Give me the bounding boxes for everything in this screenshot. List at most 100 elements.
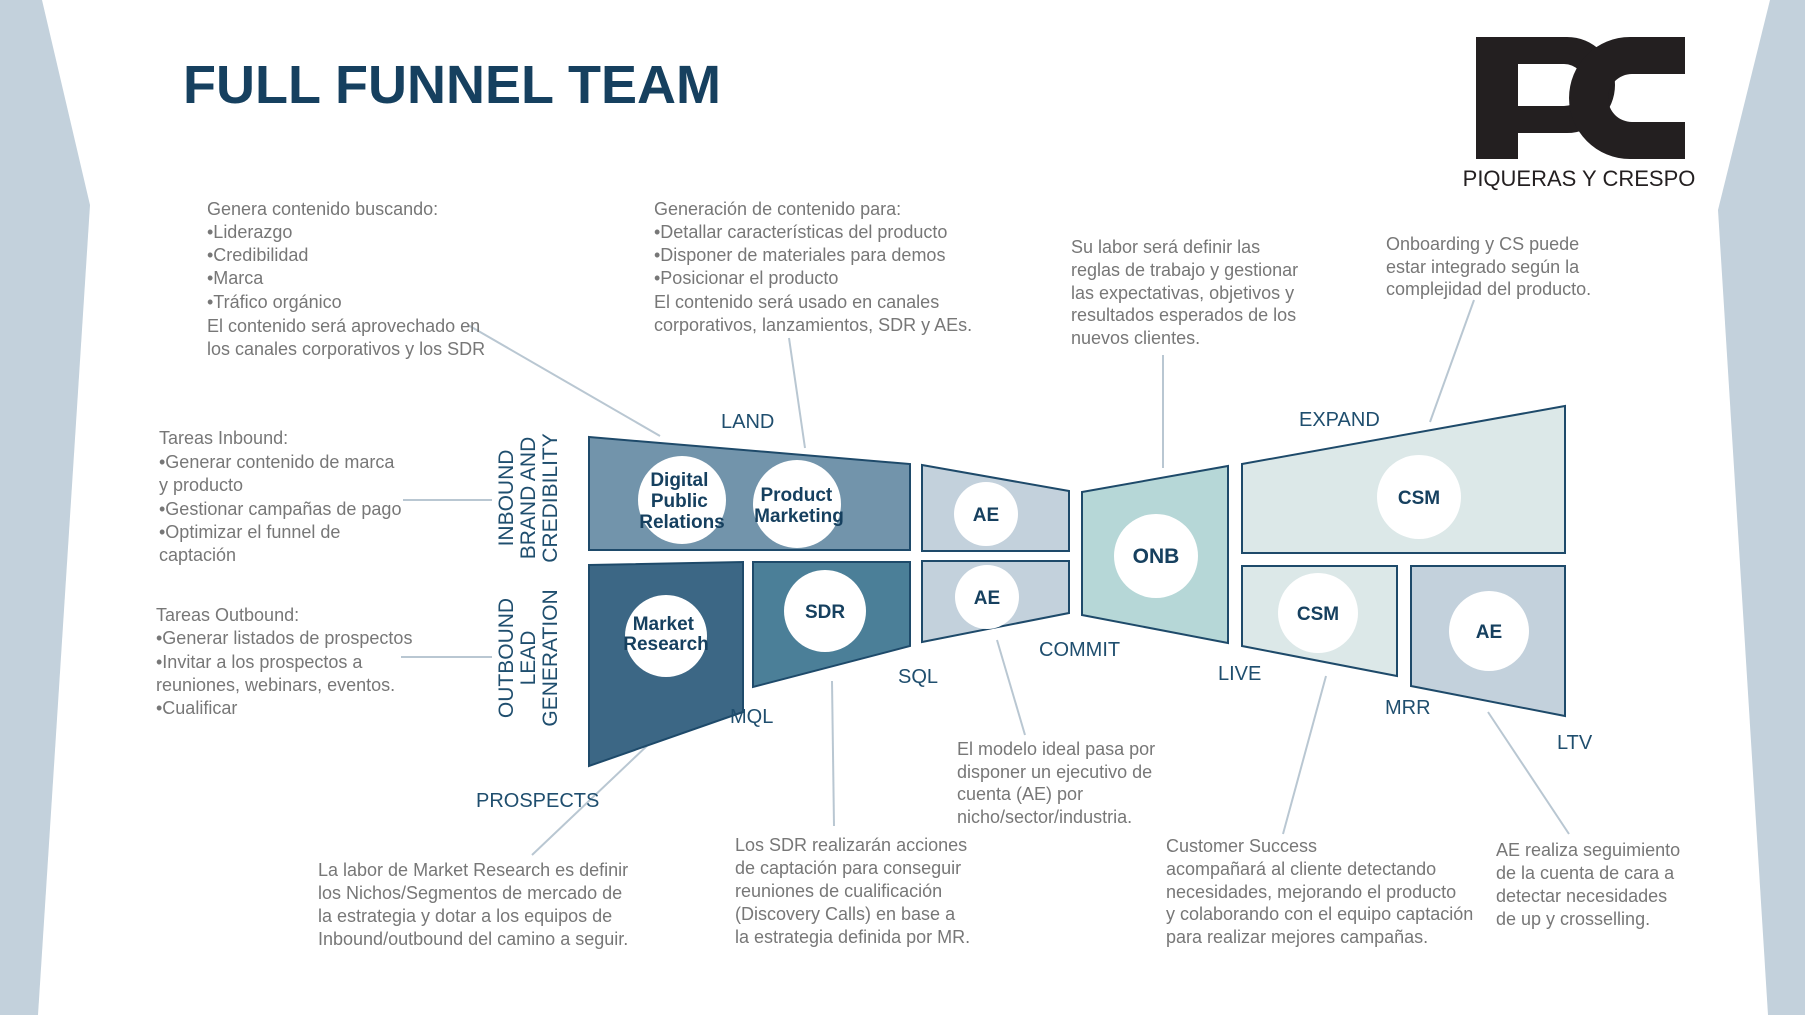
onb-circle	[1114, 514, 1198, 598]
product-marketing-label: Product Marketing	[754, 485, 844, 527]
desc-expand: Onboarding y CS puede estar integrado se…	[1386, 234, 1591, 299]
svg-text:La labor de Market Research es: La labor de Market Research es definir	[318, 860, 628, 880]
svg-text:Generación de contenido para:: Generación de contenido para:	[654, 199, 901, 219]
stage-mql: MQL	[730, 706, 773, 728]
svg-text:los Nichos/Segmentos de mercad: los Nichos/Segmentos de mercado de	[318, 883, 622, 903]
svg-text:detectar necesidades: detectar necesidades	[1496, 886, 1667, 906]
digital-pr-label: Digital Public Relations	[639, 470, 725, 533]
svg-text:El contenido será aprovechado: El contenido será aprovechado en	[207, 316, 480, 336]
svg-text:de captación para conseguir: de captación para conseguir	[735, 858, 961, 878]
stage-prospects: PROSPECTS	[476, 790, 599, 812]
csm-live-circle	[1278, 573, 1358, 653]
svg-text:y producto: y producto	[159, 475, 243, 495]
connectors	[401, 299, 1570, 856]
onb-label: ONB	[1133, 545, 1180, 568]
pc-logo: PIQUERAS Y CRESPO	[1463, 37, 1696, 191]
svg-text:reuniones de cualificación: reuniones de cualificación	[735, 881, 942, 901]
svg-text:•Marca: •Marca	[207, 268, 264, 288]
node-circles	[625, 455, 1529, 677]
csm-expand-circle	[1377, 455, 1461, 539]
svg-text:•Tráfico orgánico: •Tráfico orgánico	[207, 292, 342, 312]
svg-text:cuenta (AE) por: cuenta (AE) por	[957, 784, 1083, 804]
svg-text:para realizar mejores campañas: para realizar mejores campañas.	[1166, 927, 1428, 947]
svg-text:•Posicionar el producto: •Posicionar el producto	[654, 268, 838, 288]
stage-labels: LAND PROSPECTS MQL SQL COMMIT LIVE EXPAN…	[476, 409, 1593, 812]
desc-customer-success: Customer Success acompañará al cliente d…	[1166, 836, 1473, 947]
stage-land: LAND	[721, 411, 774, 433]
svg-text:la estrategia definida por MR.: la estrategia definida por MR.	[735, 927, 970, 947]
market-research-circle	[625, 595, 707, 677]
svg-text:•Gestionar campañas de pago: •Gestionar campañas de pago	[159, 499, 401, 519]
svg-text:El modelo ideal pasa por: El modelo ideal pasa por	[957, 739, 1155, 759]
svg-text:de la cuenta de cara a: de la cuenta de cara a	[1496, 863, 1675, 883]
svg-text:LEAD: LEAD	[517, 631, 540, 686]
svg-text:nicho/sector/industria.: nicho/sector/industria.	[957, 807, 1132, 827]
svg-text:necesidades, mejorando el prod: necesidades, mejorando el producto	[1166, 882, 1456, 902]
svg-text:•Invitar a los prospectos a: •Invitar a los prospectos a	[156, 652, 363, 672]
svg-text:•Generar listados de prospecto: •Generar listados de prospectos	[156, 628, 412, 648]
stage-commit: COMMIT	[1039, 639, 1120, 661]
stage-expand: EXPAND	[1299, 409, 1380, 431]
svg-text:captación: captación	[159, 545, 236, 565]
desc-product-content: Generación de contenido para: •Detallar …	[654, 199, 972, 335]
desc-market-research: La labor de Market Research es definir l…	[318, 860, 628, 949]
svg-text:Tareas Outbound:: Tareas Outbound:	[156, 605, 299, 625]
ae-mrr-circle	[1449, 591, 1529, 671]
svg-text:la estrategia y dotar a los eq: la estrategia y dotar a los equipos de	[318, 906, 612, 926]
svg-text:resultados esperados de los: resultados esperados de los	[1071, 305, 1296, 325]
ae-top-label: AE	[973, 505, 999, 526]
ae-top-circle	[954, 482, 1018, 546]
market-research-label: Market Research	[623, 614, 709, 655]
desc-outbound: Tareas Outbound: •Generar listados de pr…	[156, 605, 412, 718]
lane-outbound: OUTBOUND LEAD GENERATION	[495, 589, 562, 726]
desc-inbound: Tareas Inbound: •Generar contenido de ma…	[159, 428, 401, 565]
svg-text:los canales corporativos y los: los canales corporativos y los SDR	[207, 339, 485, 359]
svg-text:GENERATION: GENERATION	[539, 589, 562, 726]
ae-bottom-circle	[955, 565, 1019, 629]
page-title: FULL FUNNEL TEAM	[183, 55, 721, 115]
svg-text:CREDIBILITY: CREDIBILITY	[539, 433, 562, 563]
stage-live: LIVE	[1218, 663, 1261, 685]
svg-text:AE realiza seguimiento: AE realiza seguimiento	[1496, 840, 1680, 860]
desc-ae-model: El modelo ideal pasa por disponer un eje…	[957, 739, 1155, 827]
svg-text:OUTBOUND: OUTBOUND	[495, 598, 518, 718]
svg-text:Los SDR realizarán acciones: Los SDR realizarán acciones	[735, 835, 967, 855]
svg-text:reglas de trabajo y gestionar: reglas de trabajo y gestionar	[1071, 260, 1298, 280]
left-side-panel	[0, 0, 90, 1015]
desc-sdr: Los SDR realizarán acciones de captación…	[735, 835, 970, 947]
digital-pr-circle	[638, 456, 726, 544]
svg-text:y colaborando con el equipo ca: y colaborando con el equipo captación	[1166, 904, 1473, 924]
logo-c-shape	[1569, 37, 1685, 159]
right-side-panel	[1718, 0, 1805, 1015]
svg-text:nuevos clientes.: nuevos clientes.	[1071, 328, 1200, 348]
svg-text:El contenido será usado en can: El contenido será usado en canales	[654, 292, 939, 312]
desc-ae-followup: AE realiza seguimiento de la cuenta de c…	[1496, 840, 1680, 929]
svg-text:complejidad del producto.: complejidad del producto.	[1386, 279, 1591, 299]
svg-text:las expectativas, objetivos y: las expectativas, objetivos y	[1071, 283, 1294, 303]
stage-sql: SQL	[898, 666, 938, 688]
svg-text:Genera contenido buscando:: Genera contenido buscando:	[207, 199, 438, 219]
svg-text:acompañará al cliente detectan: acompañará al cliente detectando	[1166, 859, 1436, 879]
svg-text:Customer Success: Customer Success	[1166, 836, 1317, 856]
product-marketing-circle	[753, 460, 841, 548]
svg-text:disponer un ejecutivo de: disponer un ejecutivo de	[957, 762, 1152, 782]
svg-text:reuniones, webinars, eventos.: reuniones, webinars, eventos.	[156, 675, 395, 695]
svg-text:INBOUND: INBOUND	[495, 450, 518, 547]
svg-text:BRAND AND: BRAND AND	[517, 437, 540, 560]
svg-text:corporativos, lanzamientos, SD: corporativos, lanzamientos, SDR y AEs.	[654, 315, 972, 335]
svg-text:(Discovery Calls) en base a: (Discovery Calls) en base a	[735, 904, 956, 924]
svg-text:estar integrado según la: estar integrado según la	[1386, 257, 1580, 277]
svg-text:•Disponer de materiales para d: •Disponer de materiales para demos	[654, 245, 945, 265]
svg-text:•Detallar características del: •Detallar características del producto	[654, 222, 947, 242]
svg-text:•Liderazgo: •Liderazgo	[207, 222, 292, 242]
svg-text:•Generar contenido de marca: •Generar contenido de marca	[159, 452, 395, 472]
svg-text:Su labor será definir las: Su labor será definir las	[1071, 237, 1260, 257]
svg-text:Onboarding y CS puede: Onboarding y CS puede	[1386, 234, 1579, 254]
csm-live-label: CSM	[1297, 604, 1339, 625]
brand-name: PIQUERAS Y CRESPO	[1463, 166, 1696, 191]
svg-text:Tareas Inbound:: Tareas Inbound:	[159, 428, 288, 448]
svg-text:•Cualificar: •Cualificar	[156, 698, 237, 718]
sdr-circle	[784, 570, 866, 652]
lane-inbound: INBOUND BRAND AND CREDIBILITY	[495, 433, 562, 563]
